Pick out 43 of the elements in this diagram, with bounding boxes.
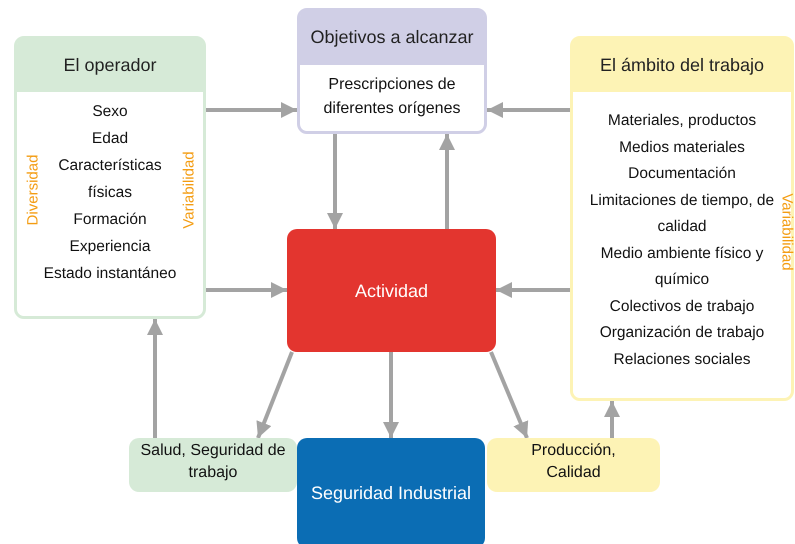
arrow <box>206 102 297 118</box>
box-label: Salud, Seguridad de trabajo <box>140 441 286 483</box>
list-item: Formación <box>72 210 148 230</box>
list-item: Estado instantáneo <box>42 264 178 284</box>
operator-panel <box>14 36 206 319</box>
arrow <box>147 319 163 438</box>
activity-box <box>287 229 496 352</box>
outcome-box <box>129 438 297 492</box>
arrow <box>496 282 570 298</box>
list-item: Colectivos de trabajo <box>608 296 756 316</box>
arrow <box>206 282 287 298</box>
arrow <box>489 351 529 439</box>
description-text: Prescripciones de diferentes orígenes <box>322 75 462 119</box>
list-item: Sexo <box>91 102 129 122</box>
list-item: Limitaciones de tiempo, de calidad <box>588 190 776 237</box>
list-item: Edad <box>90 129 130 149</box>
box-label: Actividad <box>354 280 430 302</box>
objectives-panel <box>297 8 487 134</box>
list-item: Características físicas <box>57 156 163 203</box>
list-item: Medio ambiente físico y químico <box>600 244 764 290</box>
axis-label: Variabilidad <box>180 151 198 229</box>
list-item: Documentación <box>627 164 737 184</box>
panel-heading: Objetivos a alcanzar <box>300 10 484 65</box>
axis-label: Variabilidad <box>778 193 795 271</box>
list-item: Materiales, productos <box>606 111 758 131</box>
arrow <box>383 352 399 438</box>
panel-heading: El operador <box>17 38 203 92</box>
arrow <box>439 134 455 229</box>
arrow <box>487 102 570 118</box>
work-context-panel <box>570 36 794 401</box>
box-label: Producción, Calidad <box>530 441 617 483</box>
list-item: Medios materiales <box>618 138 746 158</box>
outcome-box <box>487 438 660 492</box>
panel-heading: El ámbito del trabajo <box>573 38 791 92</box>
arrow <box>604 401 620 438</box>
box-label: Seguridad Industrial <box>310 482 472 504</box>
list-item: Experiencia <box>68 237 152 257</box>
axis-label: Diversidad <box>24 154 42 226</box>
arrow <box>327 134 343 229</box>
outcome-box <box>297 438 485 544</box>
arrow <box>256 351 294 439</box>
list-item: Organización de trabajo <box>598 323 766 343</box>
list-item: Relaciones sociales <box>612 350 752 370</box>
